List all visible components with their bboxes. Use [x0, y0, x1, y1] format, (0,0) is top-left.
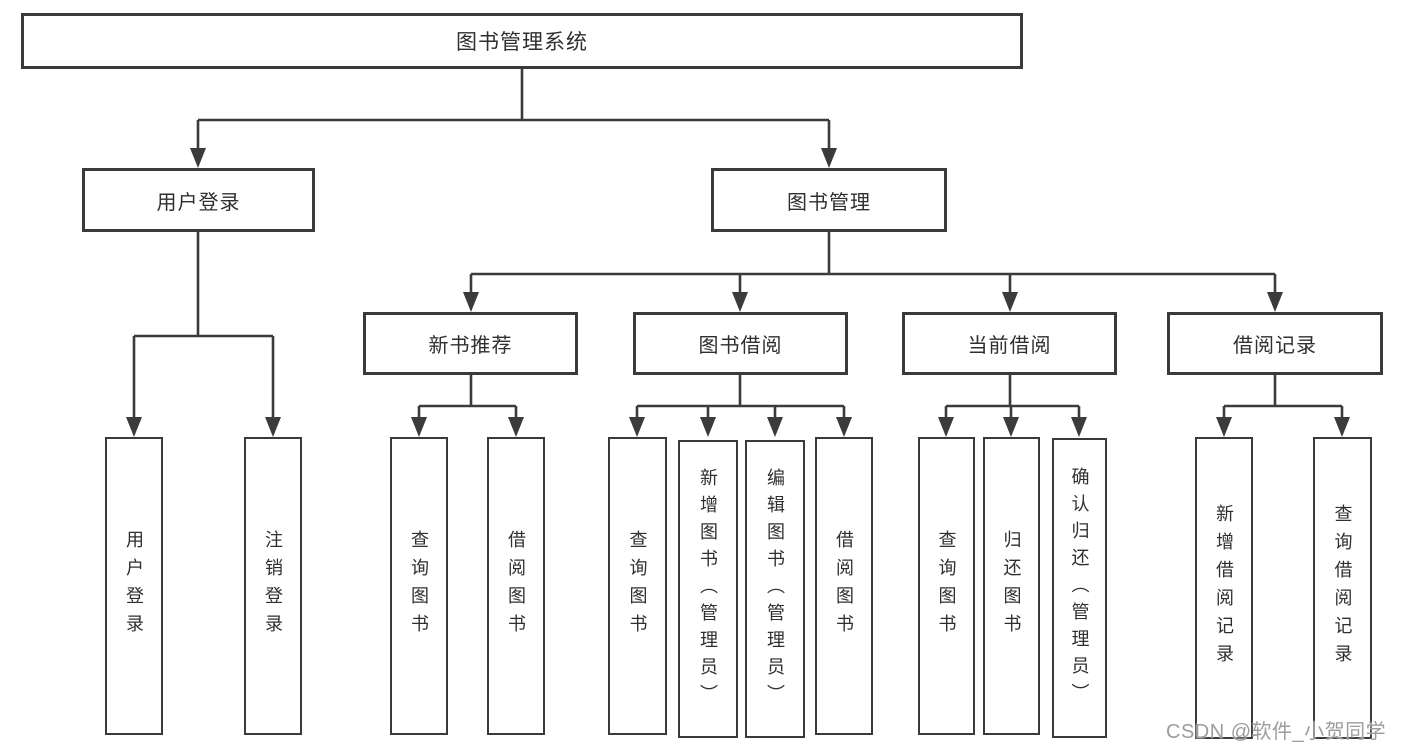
node-leaf-query-book-bb: 查询图书	[608, 437, 667, 735]
node-leaf-add-book-admin: 新增图书（管理员）	[678, 440, 738, 738]
node-leaf-return-book: 归还图书	[983, 437, 1040, 735]
node-leaf-borrow-book-bb: 借阅图书	[815, 437, 873, 735]
arrowheads	[126, 148, 1350, 437]
node-library-management-system: 图书管理系统	[21, 13, 1023, 69]
node-borrow-record: 借阅记录	[1167, 312, 1383, 375]
connector-paths	[132, 69, 1344, 419]
node-leaf-query-book-cb: 查询图书	[918, 437, 975, 735]
node-leaf-edit-book-admin: 编辑图书（管理员）	[745, 440, 805, 738]
node-book-management: 图书管理	[711, 168, 947, 232]
node-user-login-branch: 用户登录	[82, 168, 315, 232]
csdn-watermark: CSDN @软件_小贺同学	[1166, 721, 1387, 743]
node-leaf-borrow-book-nb: 借阅图书	[487, 437, 545, 735]
node-leaf-query-book-nb: 查询图书	[390, 437, 448, 735]
node-book-borrow: 图书借阅	[633, 312, 848, 375]
node-new-book-recommend: 新书推荐	[363, 312, 578, 375]
node-leaf-confirm-return-admin: 确认归还（管理员）	[1052, 438, 1107, 738]
node-leaf-query-borrow-record: 查询借阅记录	[1313, 437, 1372, 739]
node-leaf-logout: 注销登录	[244, 437, 302, 735]
node-current-borrow: 当前借阅	[902, 312, 1117, 375]
node-leaf-user-login: 用户登录	[105, 437, 163, 735]
node-leaf-add-borrow-record: 新增借阅记录	[1195, 437, 1253, 739]
